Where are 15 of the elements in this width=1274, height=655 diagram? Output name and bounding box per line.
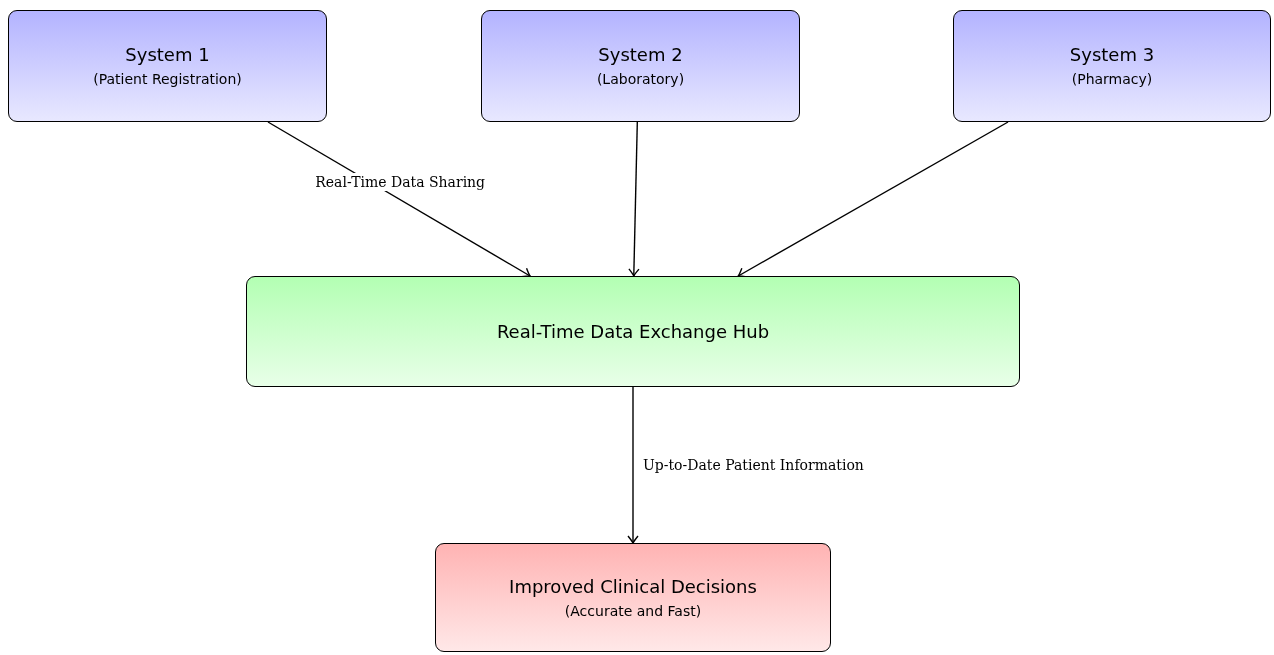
node-subtitle: (Accurate and Fast) — [564, 601, 702, 621]
process-box — [8, 10, 327, 122]
process-box — [481, 10, 800, 122]
node-title: Real-Time Data Exchange Hub — [496, 319, 770, 344]
node-title: System 1 — [125, 43, 210, 67]
node-subtitle: (Laboratory) — [596, 70, 685, 89]
node-subtitle: (Pharmacy) — [1071, 70, 1153, 89]
process-box — [953, 10, 1271, 122]
edge-label: Up-to-Date Patient Information — [640, 456, 867, 474]
process-box — [246, 276, 1020, 387]
node-title: System 2 — [598, 43, 683, 67]
node-title: Improved Clinical Decisions — [509, 574, 757, 599]
node-title: System 3 — [1069, 43, 1155, 67]
node-subtitle: (Patient Registration) — [93, 70, 242, 89]
process-box — [435, 543, 831, 652]
